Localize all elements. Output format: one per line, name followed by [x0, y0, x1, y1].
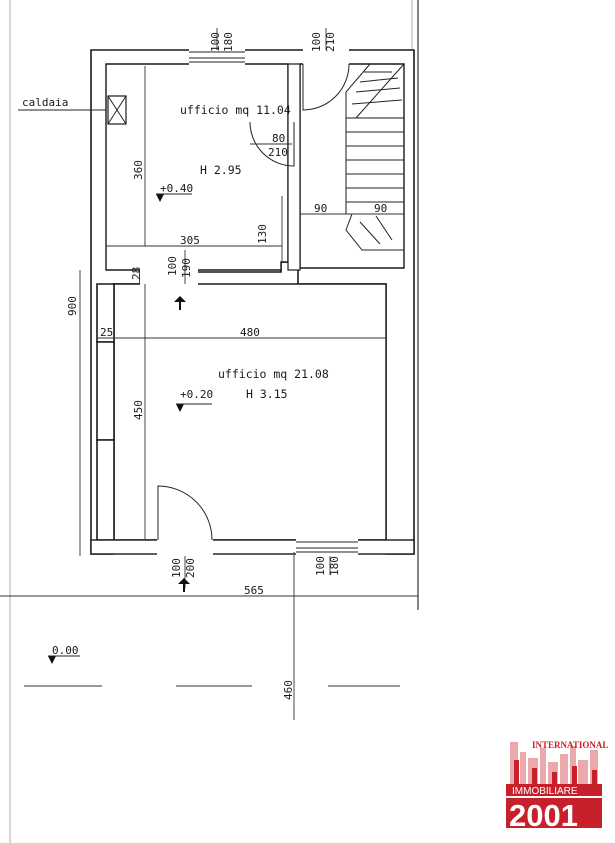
staircase — [345, 63, 405, 251]
dim-entry-w: 100 — [170, 558, 183, 578]
dim-win-top-h: 180 — [222, 32, 235, 52]
dim-entry-h: 200 — [184, 558, 197, 578]
room-upper-height: H 2.95 — [200, 163, 242, 177]
dim-wall-28: 28 — [130, 267, 143, 280]
dim-win-bottom-h: 180 — [328, 556, 341, 576]
dim-step-130: 130 — [256, 224, 269, 244]
room-lower-level: +0.20 — [180, 388, 213, 401]
dim-total-width: 565 — [244, 584, 264, 597]
dim-door-inner-h: 210 — [268, 146, 288, 159]
dim-door-top-h: 210 — [324, 32, 337, 52]
dim-upper-depth: 360 — [132, 160, 145, 180]
logo-bottom-text: 2001 — [509, 798, 578, 833]
dim-door-mid-w: 100 — [166, 256, 179, 276]
room-upper-level: +0.40 — [160, 182, 193, 195]
walls — [90, 49, 415, 555]
logo-middle-text: IMMOBILIARE — [512, 786, 578, 797]
dim-upper-width: 305 — [180, 234, 200, 247]
dim-win-top-w: 100 — [209, 32, 222, 52]
dim-door-mid-h: 190 — [180, 258, 193, 278]
logo-top-text: INTERNATIONAL — [532, 740, 608, 750]
room-upper-name: ufficio mq 11.04 — [180, 103, 291, 117]
room-lower-name: ufficio mq 21.08 — [218, 367, 329, 381]
vertical-dim-labels: 100 180 100 210 360 130 100 190 28 900 4… — [66, 32, 341, 700]
door-swings — [157, 63, 350, 541]
dim-stair-90b: 90 — [374, 202, 387, 215]
dim-stair-90a: 90 — [314, 202, 327, 215]
dim-lower-width: 480 — [240, 326, 260, 339]
dimension-lines — [0, 28, 418, 720]
boiler-symbol — [18, 95, 127, 125]
room-lower-height: H 3.15 — [246, 387, 288, 401]
dim-lower-depth: 450 — [132, 400, 145, 420]
dim-wall-25: 25 — [100, 326, 113, 339]
dim-front-depth: 460 — [282, 680, 295, 700]
ground-level: 0.00 — [52, 644, 79, 657]
dim-win-bottom-w: 100 — [314, 556, 327, 576]
agency-logo: INTERNATIONAL IMMOBILIARE 2001 — [506, 740, 608, 833]
level-markers — [48, 193, 212, 664]
entry-arrows — [174, 296, 190, 592]
openings — [140, 48, 358, 556]
dim-door-top-w: 100 — [310, 32, 323, 52]
boiler-label: caldaia — [22, 96, 68, 109]
dim-total-height: 900 — [66, 296, 79, 316]
dim-door-inner-w: 80 — [272, 132, 285, 145]
